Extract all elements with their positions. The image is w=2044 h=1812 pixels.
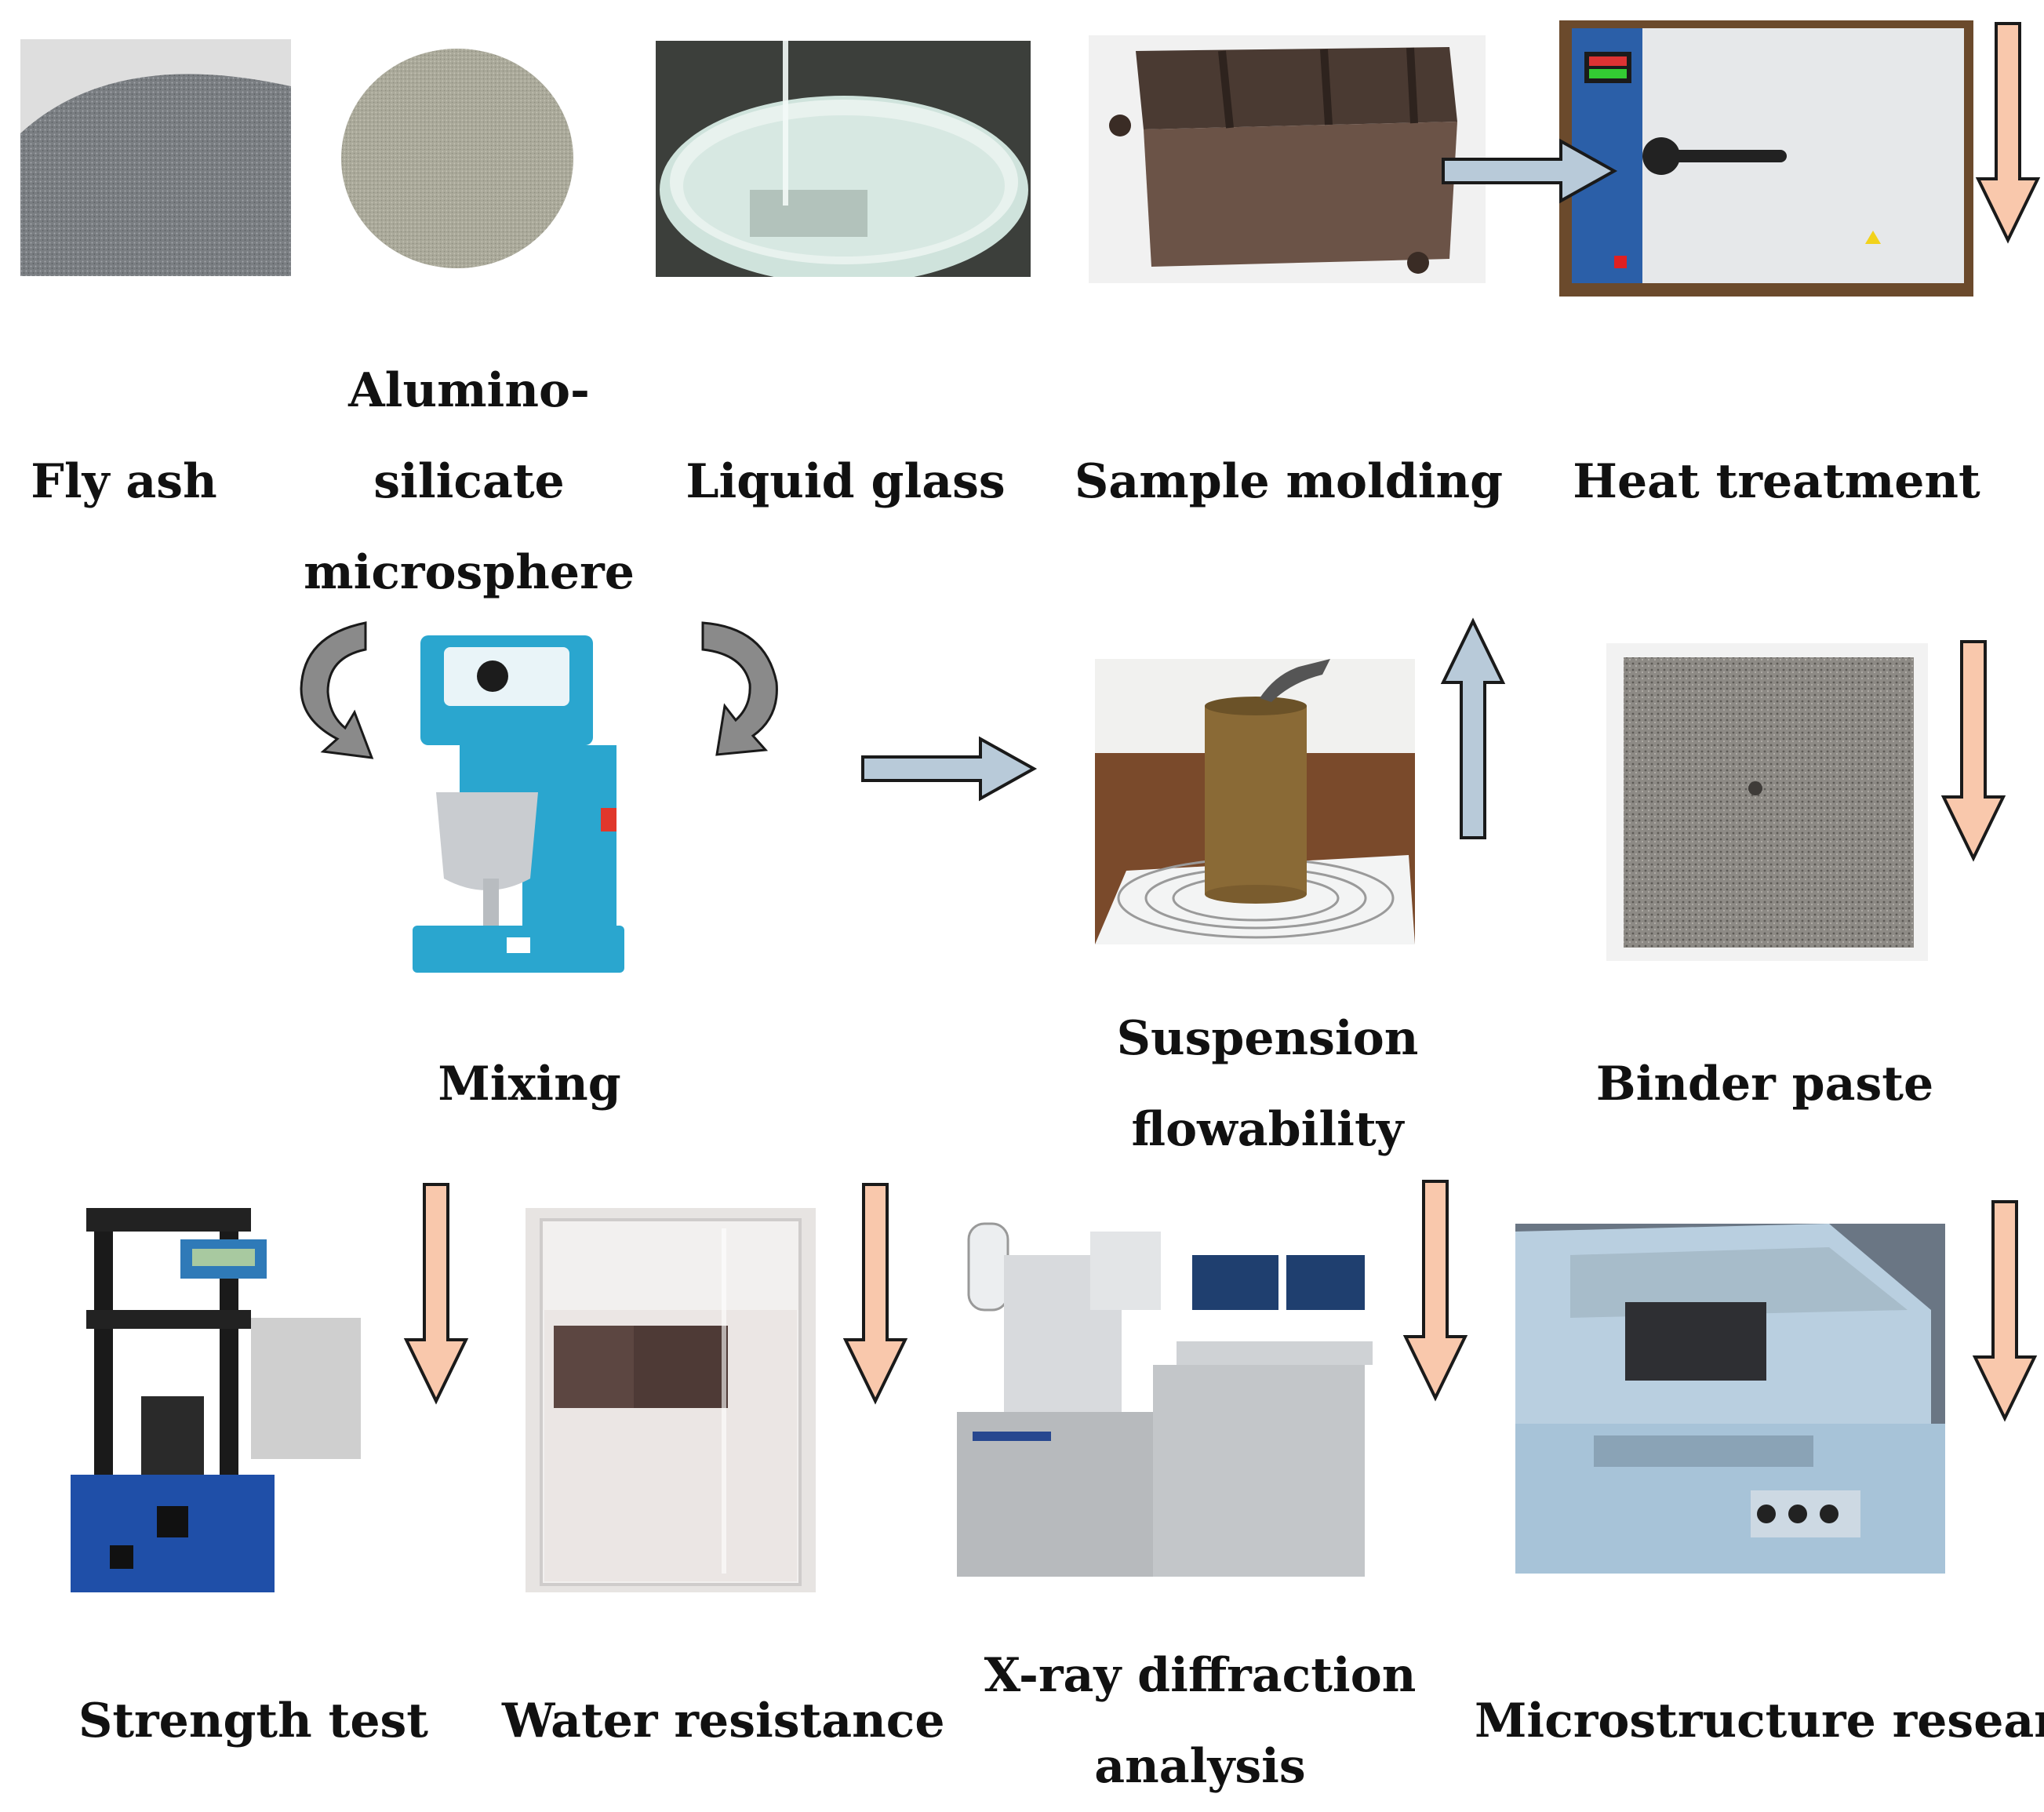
fly-ash-photo	[20, 39, 291, 276]
arrow-down-xray	[1402, 1180, 1468, 1402]
mixing-curved-arrow-left	[296, 620, 383, 761]
suspension-flowability-label-line-2: flowability	[1131, 1102, 1404, 1157]
suspension-flowability-label: Suspension flowability	[1064, 993, 1471, 1175]
arrow-down-strength-test	[403, 1183, 469, 1405]
binder-paste-photo	[1606, 643, 1928, 961]
mold-photo	[1089, 35, 1486, 283]
arrow-mold-to-oven	[1442, 138, 1618, 204]
arrow-flowability-to-molding	[1440, 617, 1506, 839]
microstructure-label: Microstructure research	[1475, 1694, 2044, 1748]
binder-paste-label: Binder paste	[1595, 1057, 1934, 1112]
arrow-mixing-to-flowability	[861, 736, 1038, 802]
aluminosilicate-label: Alumino- silicate microsphere	[282, 345, 656, 618]
sample-molding-label: Sample molding	[1075, 454, 1504, 509]
xray-label-line-2: analysis	[1094, 1739, 1306, 1794]
aluminosilicate-label-line-1: Alumino-	[348, 363, 590, 418]
xray-label: X-ray diffraction analysis	[973, 1630, 1428, 1812]
mixer-photo	[405, 628, 656, 988]
oven-photo	[1559, 20, 1973, 297]
aluminosilicate-label-line-2: silicate	[373, 454, 565, 509]
press-photo	[63, 1192, 376, 1600]
fly-ash-label: Fly ash	[31, 454, 217, 509]
microstructure-instrument-photo	[1515, 1224, 1945, 1574]
heat-treatment-label: Heat treatment	[1573, 454, 1980, 509]
microsphere-photo	[336, 41, 579, 277]
xray-label-line-1: X-ray diffraction	[984, 1648, 1417, 1703]
water-resistance-label: Water resistance	[502, 1694, 945, 1748]
strength-test-label: Strength test	[78, 1694, 429, 1748]
aluminosilicate-label-line-3: microsphere	[304, 545, 635, 600]
liquid-glass-photo	[656, 41, 1031, 277]
flowability-cone-photo	[1095, 659, 1415, 944]
arrow-down-microstructure	[1972, 1200, 2038, 1422]
liquid-glass-label: Liquid glass	[686, 454, 1006, 509]
suspension-flowability-label-line-1: Suspension	[1116, 1011, 1419, 1066]
arrow-down-water-resistance	[842, 1183, 908, 1405]
mixing-curved-arrow-right	[698, 620, 784, 761]
arrow-down-heat-treatment	[1975, 22, 2041, 244]
arrow-down-binder-paste	[1940, 640, 2006, 862]
beaker-photo	[526, 1208, 816, 1592]
mixing-label: Mixing	[438, 1057, 621, 1112]
xray-instrument-photo	[941, 1208, 1380, 1591]
